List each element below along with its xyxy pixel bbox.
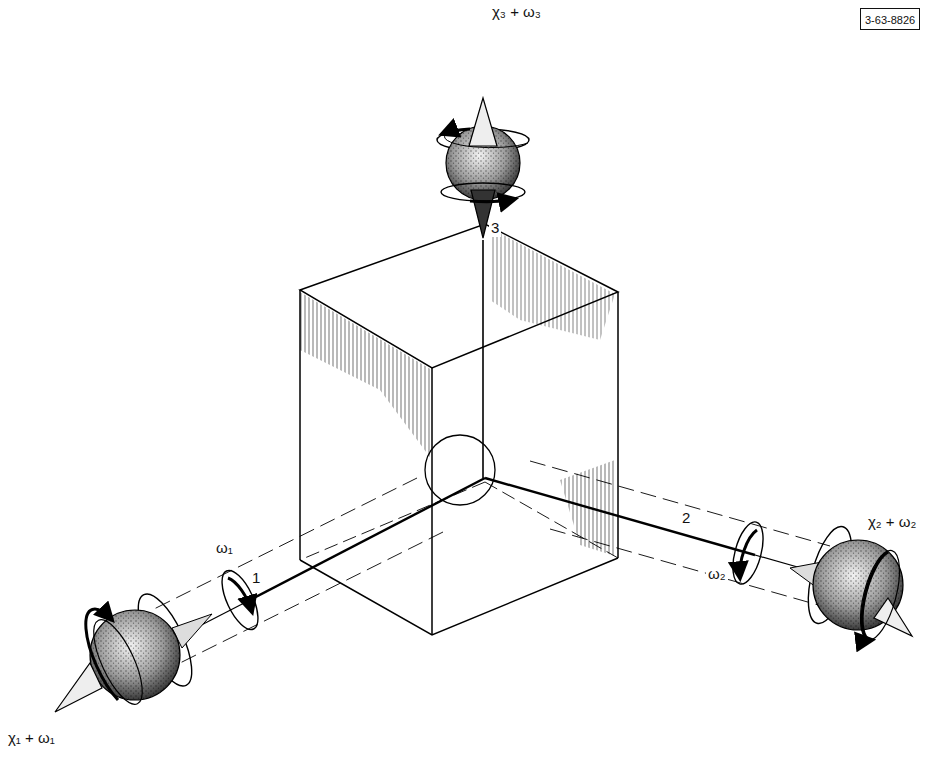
figure-number: 3-63-8826 xyxy=(865,14,915,26)
center-circle xyxy=(425,435,495,505)
cube-outline xyxy=(300,224,618,635)
rate-label: χ₂ + ω₂ xyxy=(866,514,918,531)
rate-label: χ₁ + ω₁ xyxy=(6,730,57,747)
gyro-1 xyxy=(55,566,265,712)
axis-guides xyxy=(152,461,850,664)
cube-shading xyxy=(300,228,615,556)
rate-label: ω₂ xyxy=(706,566,728,583)
figure-number-box: 3-63-8826 xyxy=(860,8,920,30)
gyro-2 xyxy=(727,519,912,644)
gyro-3 xyxy=(437,98,529,238)
rate-label: ω₁ xyxy=(214,540,235,557)
axis-number: 3 xyxy=(489,220,501,237)
axis-number: 2 xyxy=(680,510,692,527)
axes xyxy=(180,240,815,636)
axis-number: 1 xyxy=(250,570,262,587)
rate-label: χ₃ + ω₃ xyxy=(490,4,543,21)
